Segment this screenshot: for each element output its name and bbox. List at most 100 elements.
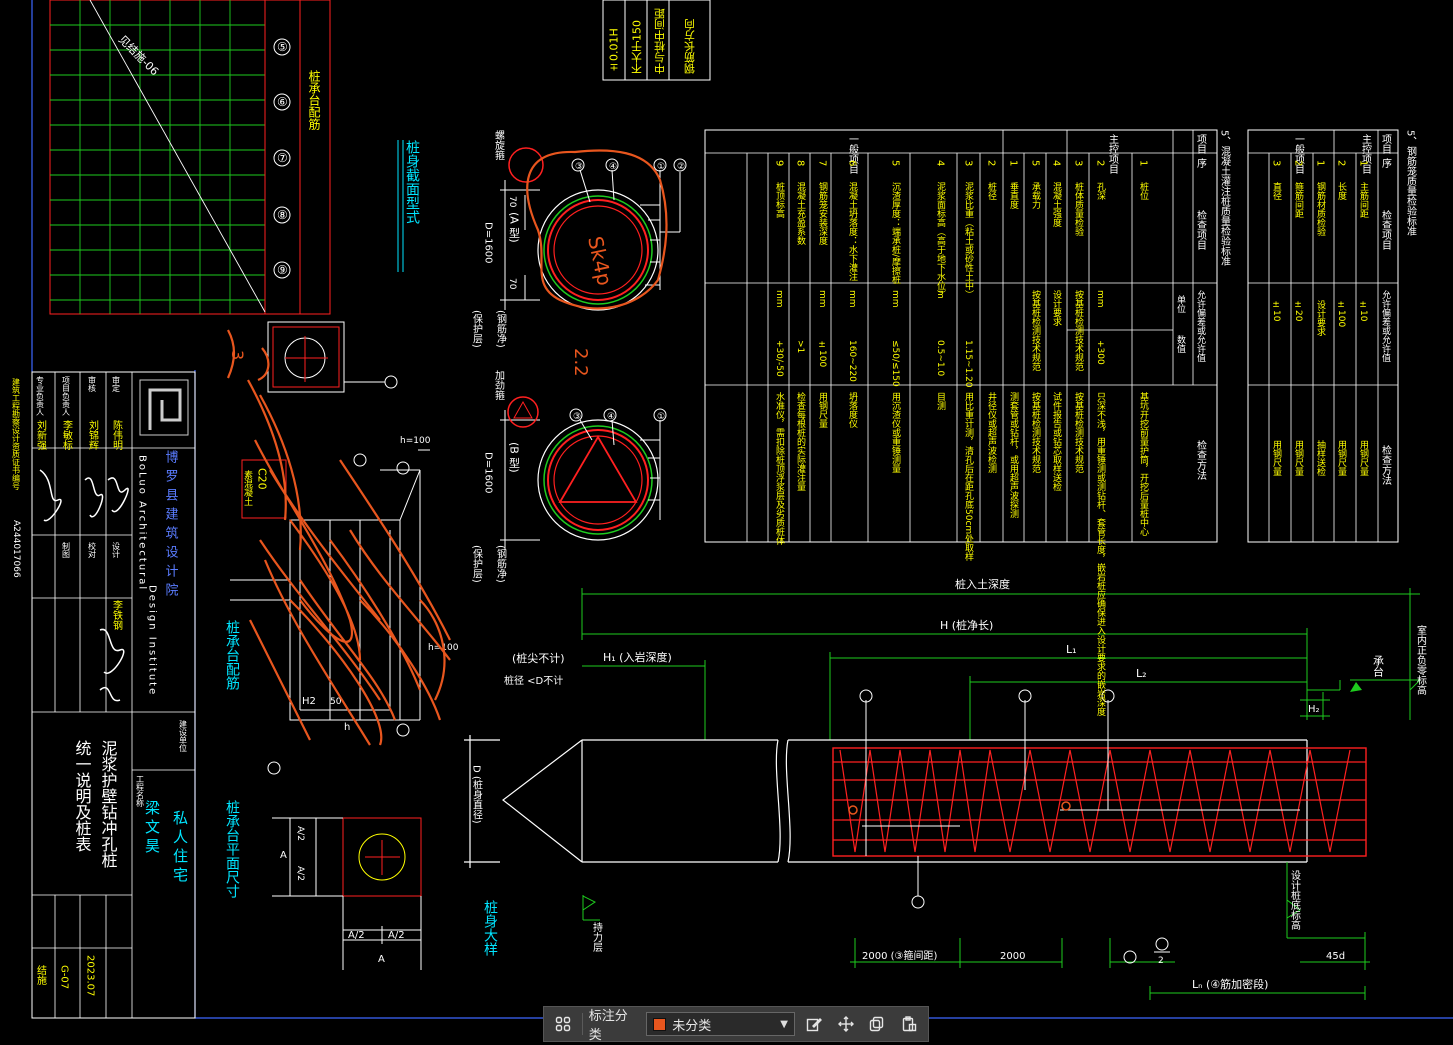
svg-text:L₂: L₂: [1136, 667, 1147, 680]
svg-text:5、混凝土灌注桩质量检验标准: 5、混凝土灌注桩质量检验标准: [1219, 130, 1231, 266]
top-left-rebar-table: [49, 0, 331, 315]
pile-cap-plan-title: 桩承台平面尺寸: [224, 799, 240, 898]
svg-text:①: ①: [657, 162, 665, 172]
quality-row-item: 混凝土充盈系数: [795, 182, 806, 246]
move-icon[interactable]: [833, 1011, 859, 1037]
svg-text:A: A: [280, 850, 287, 861]
quality-row-item: 桩顶标高: [774, 181, 785, 219]
svg-text:A/2: A/2: [295, 826, 305, 841]
top-note-1: 钢筋长方向: [684, 19, 697, 74]
quality-row-no: 5: [1030, 160, 1041, 166]
quality-row-method: 测套管或钻杆，或用超声波探测: [1008, 392, 1019, 519]
svg-text:A: A: [378, 954, 385, 965]
cage-row-item: 主筋间距: [1358, 181, 1369, 218]
quality-row-method: 井径仪或超声波检测: [986, 391, 997, 474]
svg-text:审定: 审定: [112, 375, 121, 393]
cage-row-item: 直径: [1271, 181, 1282, 200]
quality-row-method: 按基桩检测技术规范: [1030, 391, 1041, 474]
firm-name-en-2: Design Institute: [147, 585, 158, 696]
cage-row-value: 设计要求: [1315, 300, 1326, 336]
svg-text:(钢筋净): (钢筋净): [495, 310, 507, 348]
annotation-toolbar: 标注分类 未分类 ▼: [543, 1006, 929, 1043]
drawing-date: 2023.07: [85, 955, 96, 996]
quality-row-method: 用钢尺量: [817, 392, 828, 428]
cage-row-no: 2: [1336, 160, 1347, 166]
svg-text:D=1600: D=1600: [483, 222, 494, 264]
copy-icon[interactable]: [864, 1011, 890, 1037]
top-note-2: 中与桩中间距: [654, 8, 667, 74]
svg-text:45d: 45d: [1326, 951, 1345, 962]
pen-markup-number-2: 3: [228, 350, 247, 360]
svg-text:H₁ (入岩深度): H₁ (入岩深度): [603, 650, 672, 664]
svg-text:③: ③: [573, 412, 581, 422]
quality-row-value: ≤50/≤150: [890, 340, 900, 387]
quality-row-no: 2: [986, 160, 997, 166]
pen-markup-number: 2.2: [570, 348, 591, 377]
cage-row-item: 长度: [1336, 181, 1347, 201]
svg-text:2: 2: [1158, 956, 1164, 966]
quality-row-method: 基坑开挖前量护筒，开挖后量桩中心: [1138, 391, 1149, 536]
svg-text:70: 70: [507, 278, 517, 290]
svg-text:李敏标: 李敏标: [61, 419, 73, 451]
cage-row-value: ±100: [1336, 300, 1346, 327]
quality-row-item: 桩位: [1138, 181, 1149, 201]
svg-text:专业负责人: 专业负责人: [36, 375, 45, 416]
svg-text:A/2: A/2: [295, 866, 305, 881]
svg-text:室内正负零标高: 室内正负零标高: [1415, 624, 1427, 696]
svg-text:检查项目: 检查项目: [1380, 209, 1392, 250]
svg-text:一般项目: 一般项目: [847, 134, 859, 174]
quality-row-no: 4: [1051, 160, 1062, 166]
svg-text:序: 序: [1195, 157, 1207, 169]
quality-row-no: 1: [1138, 160, 1149, 166]
firm-name-cn: 博罗县建筑设计院: [163, 450, 179, 602]
pile-cap-plan: A/2 A/2 A A/2 A/2 A: [272, 817, 422, 970]
svg-text:50: 50: [330, 697, 342, 707]
firm-name-en-1: BoLuo Architectural: [137, 455, 148, 591]
svg-text:L₁: L₁: [1066, 643, 1077, 656]
quality-row-method: 用比重计测，清孔后在距孔底50cm处取样: [963, 392, 974, 562]
quality-row-item: 泥浆面标高（高于地下水位）: [935, 182, 946, 299]
quality-row-no: 2: [1095, 160, 1106, 166]
grid-icon[interactable]: [550, 1011, 576, 1037]
svg-text:检查方法: 检查方法: [1195, 439, 1207, 481]
quality-row-unit: 设计要求: [1051, 290, 1062, 326]
category-select[interactable]: 未分类 ▼: [646, 1012, 795, 1036]
quality-row-value: +300: [1095, 340, 1105, 365]
svg-text:2000 (③箍间距): 2000 (③箍间距): [862, 949, 937, 962]
svg-text:H2: H2: [302, 696, 316, 707]
quality-row-method: 坍落度仪: [847, 392, 858, 428]
svg-text:5、钢筋笼质量检验标准: 5、钢筋笼质量检验标准: [1405, 130, 1417, 236]
svg-text:(保护层): (保护层): [471, 310, 483, 348]
svg-text:Lₙ (④筋加密段): Lₙ (④筋加密段): [1192, 977, 1268, 991]
col-bubble-9: ⑨: [277, 263, 288, 277]
svg-text:李铁钢: 李铁钢: [111, 599, 123, 631]
quality-row-item: 沉渣厚度：端承桩/摩擦桩: [890, 182, 901, 285]
svg-text:承台: 承台: [1372, 655, 1385, 677]
quality-row-item: 桩径: [986, 181, 997, 200]
svg-text:单位: 单位: [1175, 294, 1186, 314]
quality-row-unit: m: [935, 290, 945, 299]
quality-row-value: +30/-50: [774, 340, 784, 377]
paste-icon[interactable]: [896, 1011, 922, 1037]
cage-row-method: 抽样送检: [1315, 439, 1326, 477]
svg-text:(保护层): (保护层): [471, 545, 483, 583]
svg-text:桩入土深度: 桩入土深度: [955, 577, 1010, 591]
svg-text:70: 70: [507, 196, 517, 208]
svg-text:D (桩身直径): D (桩身直径): [471, 765, 483, 824]
svg-text:③: ③: [575, 162, 583, 172]
quality-row-value: >1: [795, 340, 805, 353]
cage-row-no: 2: [1293, 160, 1304, 166]
edit-icon[interactable]: [801, 1011, 827, 1037]
quality-row-unit: mm: [890, 290, 900, 308]
svg-text:(桩尖不计): (桩尖不计): [512, 651, 565, 665]
svg-text:h=100: h=100: [400, 436, 431, 446]
col-bubble-7: ⑦: [277, 151, 288, 165]
svg-text:(B 型): (B 型): [508, 442, 521, 473]
svg-text:加劲箍: 加劲箍: [493, 370, 505, 400]
svg-text:制图: 制图: [62, 541, 71, 559]
svg-text:数值: 数值: [1175, 334, 1186, 353]
svg-text:主控项目: 主控项目: [1107, 134, 1119, 174]
svg-text:2000: 2000: [1000, 951, 1025, 962]
quality-row-method: 只深不浅，用重锤测或测钻杆、套管长度，嵌岩桩应确保进入设计要求的嵌岩深度: [1095, 392, 1106, 717]
